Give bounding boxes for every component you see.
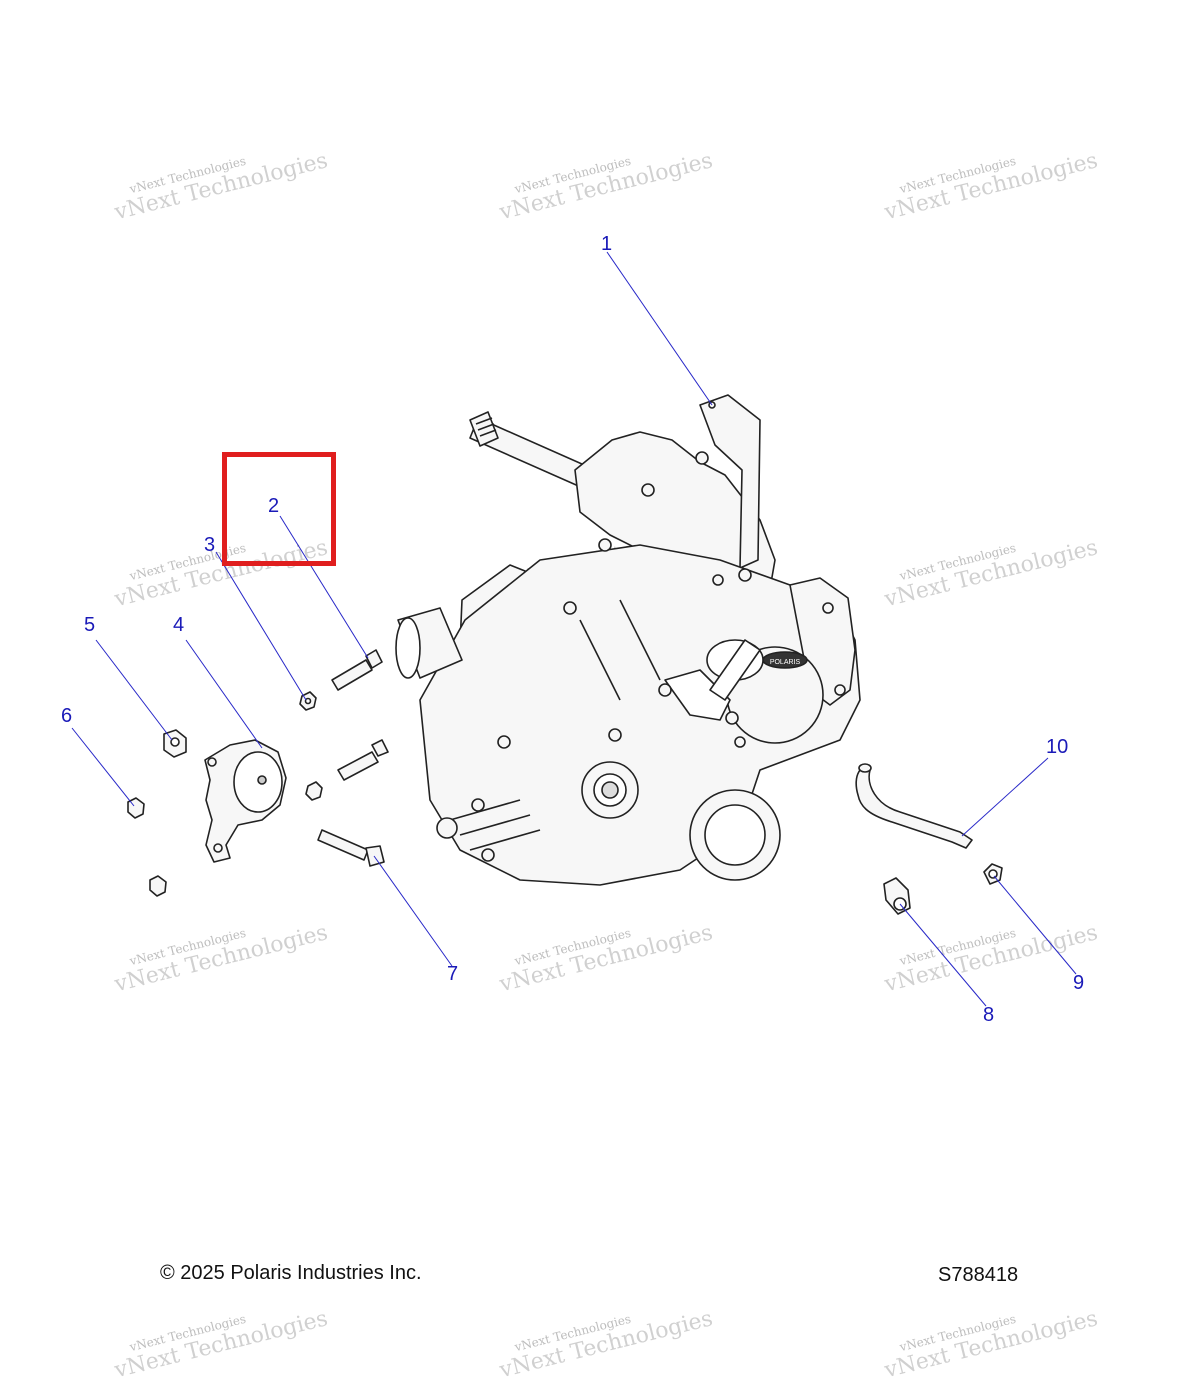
transmission-assembly[interactable]: POLARIS xyxy=(395,394,861,886)
copyright-text: © 2025 Polaris Industries Inc. xyxy=(160,1262,422,1284)
brand-label: POLARIS xyxy=(770,659,801,666)
mount-part-4[interactable] xyxy=(204,739,287,863)
callout-6[interactable]: 6 xyxy=(61,705,73,727)
callout-1[interactable]: 1 xyxy=(601,233,613,255)
callout-4[interactable]: 4 xyxy=(173,614,185,636)
nut[interactable] xyxy=(305,781,323,801)
leader-lines xyxy=(71,251,1077,1007)
nut[interactable] xyxy=(149,875,167,897)
bolt[interactable] xyxy=(337,739,389,781)
exploded-view-drawing: POLARIS xyxy=(71,251,1077,1007)
callout-10[interactable]: 10 xyxy=(1046,736,1069,758)
clamp-part-8[interactable] xyxy=(883,877,911,915)
highlight-box xyxy=(222,452,336,566)
diagram-id: S788418 xyxy=(938,1264,1019,1286)
hose-part-10[interactable] xyxy=(855,763,973,849)
callout-8[interactable]: 8 xyxy=(983,1004,995,1026)
clamp-part-9[interactable] xyxy=(983,863,1003,885)
bolt-part-7[interactable] xyxy=(317,829,385,867)
bolt-part-2[interactable] xyxy=(331,649,383,691)
callout-3[interactable]: 3 xyxy=(204,534,216,556)
callout-7[interactable]: 7 xyxy=(447,963,459,985)
callout-5[interactable]: 5 xyxy=(84,614,96,636)
callout-2[interactable]: 2 xyxy=(268,495,280,517)
callout-9[interactable]: 9 xyxy=(1073,972,1085,994)
